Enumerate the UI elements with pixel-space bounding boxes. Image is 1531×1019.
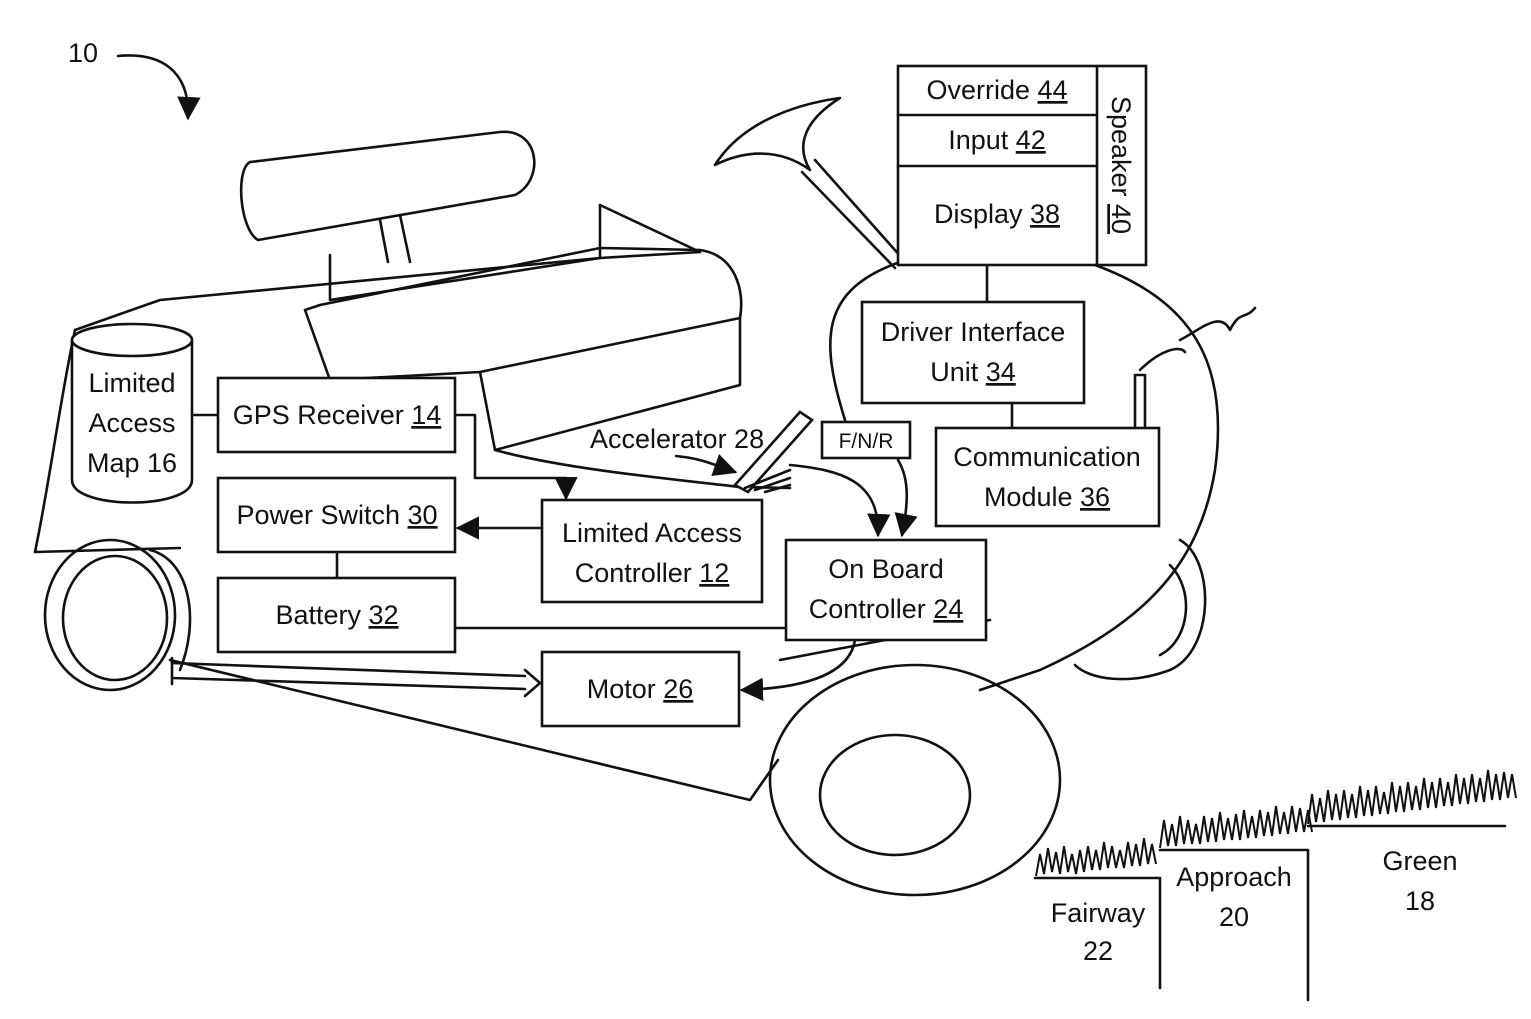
display-num: 38 bbox=[1030, 199, 1060, 229]
fairway-label: Fairway bbox=[1051, 898, 1146, 928]
limited-access-map-cylinder: Limited Access Map 16 bbox=[72, 324, 192, 503]
diu-label-line2: Unit bbox=[930, 357, 986, 387]
svg-text:Motor 26: Motor 26 bbox=[587, 674, 694, 704]
motor-num: 26 bbox=[663, 674, 693, 704]
map-label-line1: Limited bbox=[88, 368, 175, 398]
map-label-line3: Map 16 bbox=[87, 448, 177, 478]
input-label: Input bbox=[948, 125, 1016, 155]
lac-num: 12 bbox=[699, 558, 729, 588]
limited-access-controller-box: Limited Access Controller 12 bbox=[542, 500, 762, 602]
comm-label-line1: Communication bbox=[953, 442, 1141, 472]
gps-receiver-box: GPS Receiver 14 bbox=[218, 378, 455, 452]
accelerator-label: Accelerator 28 bbox=[590, 424, 764, 454]
diu-label-line1: Driver Interface bbox=[881, 317, 1066, 347]
speaker-num: 40 bbox=[1106, 204, 1136, 234]
svg-text:GPS Receiver 14: GPS Receiver 14 bbox=[233, 400, 442, 430]
override-label: Override bbox=[926, 75, 1037, 105]
gps-receiver-num: 14 bbox=[411, 400, 441, 430]
svg-text:Controller 24: Controller 24 bbox=[809, 594, 964, 624]
green-label: Green bbox=[1382, 846, 1457, 876]
fnr-box: F/N/R bbox=[822, 422, 910, 458]
svg-text:Module 36: Module 36 bbox=[984, 482, 1110, 512]
power-switch-box: Power Switch 30 bbox=[218, 478, 455, 552]
fairway-num: 22 bbox=[1083, 936, 1113, 966]
obc-label-line2: Controller bbox=[809, 594, 934, 624]
comm-label-line2: Module bbox=[984, 482, 1080, 512]
display-label: Display bbox=[934, 199, 1030, 229]
svg-text:Battery 32: Battery 32 bbox=[275, 600, 398, 630]
svg-text:Display 38: Display 38 bbox=[934, 199, 1060, 229]
figure-ref-label: 10 bbox=[68, 38, 98, 68]
input-num: 42 bbox=[1016, 125, 1046, 155]
comm-num: 36 bbox=[1080, 482, 1110, 512]
motor-label: Motor bbox=[587, 674, 664, 704]
terrain-profile: Fairway 22 Approach 20 Green 18 bbox=[1035, 770, 1516, 1000]
on-board-controller-box: On Board Controller 24 bbox=[786, 540, 986, 640]
override-num: 44 bbox=[1038, 75, 1068, 105]
obc-num: 24 bbox=[933, 594, 963, 624]
power-switch-num: 30 bbox=[408, 500, 438, 530]
green-num: 18 bbox=[1405, 886, 1435, 916]
svg-text:Unit 34: Unit 34 bbox=[930, 357, 1016, 387]
motor-box: Motor 26 bbox=[542, 652, 739, 726]
power-switch-label: Power Switch bbox=[236, 500, 407, 530]
dashboard-unit: Override 44 Input 42 Display 38 Speaker … bbox=[898, 66, 1146, 265]
svg-text:Controller 12: Controller 12 bbox=[575, 558, 730, 588]
diu-num: 34 bbox=[986, 357, 1016, 387]
svg-text:Speaker 40: Speaker 40 bbox=[1106, 96, 1136, 234]
approach-label: Approach bbox=[1176, 862, 1292, 892]
gps-receiver-label: GPS Receiver bbox=[233, 400, 412, 430]
svg-text:Input 42: Input 42 bbox=[948, 125, 1046, 155]
battery-num: 32 bbox=[369, 600, 399, 630]
lac-label-line1: Limited Access bbox=[562, 518, 742, 548]
obc-label-line1: On Board bbox=[828, 554, 944, 584]
driver-interface-unit-box: Driver Interface Unit 34 bbox=[862, 302, 1084, 403]
map-label-line2: Access bbox=[88, 408, 175, 438]
battery-label: Battery bbox=[275, 600, 368, 630]
lac-label-line2: Controller bbox=[575, 558, 700, 588]
svg-text:Power Switch 30: Power Switch 30 bbox=[236, 500, 437, 530]
fnr-label: F/N/R bbox=[839, 430, 894, 453]
svg-text:Override 44: Override 44 bbox=[926, 75, 1067, 105]
approach-num: 20 bbox=[1219, 902, 1249, 932]
figure-ref-arrow bbox=[118, 55, 188, 118]
speaker-label: Speaker bbox=[1106, 96, 1136, 204]
communication-module-box: Communication Module 36 bbox=[936, 428, 1159, 526]
battery-box: Battery 32 bbox=[218, 578, 455, 652]
